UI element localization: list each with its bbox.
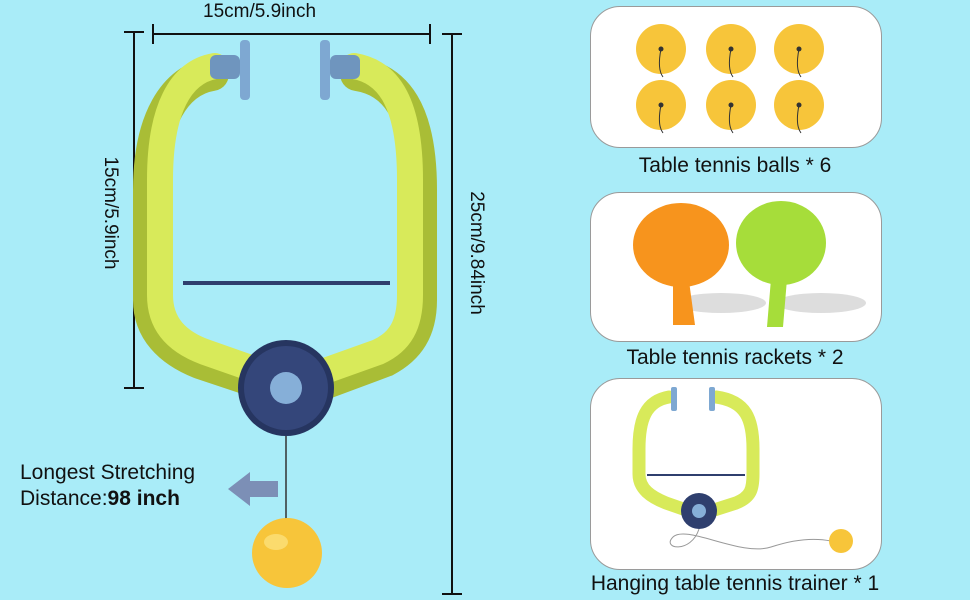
rackets-caption: Table tennis rackets * 2 [626,346,844,369]
rackets-illustration [633,201,866,327]
stretch-line-2: Distance:98 inch [20,486,195,512]
trainer-caption: Hanging table tennis trainer * 1 [590,572,880,595]
trainer-small-illustration [632,387,853,553]
stretch-line-1: Longest Stretching [20,461,196,484]
stretch-arrow-icon [228,472,278,506]
height-label: 15cm/5.9inch [100,156,121,270]
width-label: 15cm/5.9inch [203,1,317,22]
ball-icon [829,529,853,553]
orange-racket-icon [633,203,729,325]
stretch-distance-value: 98 inch [107,487,180,510]
trainer-panel [590,378,882,570]
balls-panel [590,6,882,148]
balls-caption: Table tennis balls * 6 [638,154,832,177]
left-ear-pad [210,40,250,100]
green-racket-icon [736,201,826,327]
frame-body [147,53,423,385]
stretch-label: Longest Stretching Distance:98 inch [20,460,195,512]
stretch-distance-prefix: Distance: [20,487,108,510]
width-dimension-line [152,24,431,44]
trainer-illustration [124,24,462,595]
balls-illustration [636,24,824,134]
right-ear-pad [320,40,360,100]
rackets-panel [590,192,882,342]
reel-hub [238,340,334,436]
hanging-ball [252,518,322,588]
total-height-label: 25cm/9.84inch [466,191,487,315]
total-height-dimension-line [442,33,462,595]
